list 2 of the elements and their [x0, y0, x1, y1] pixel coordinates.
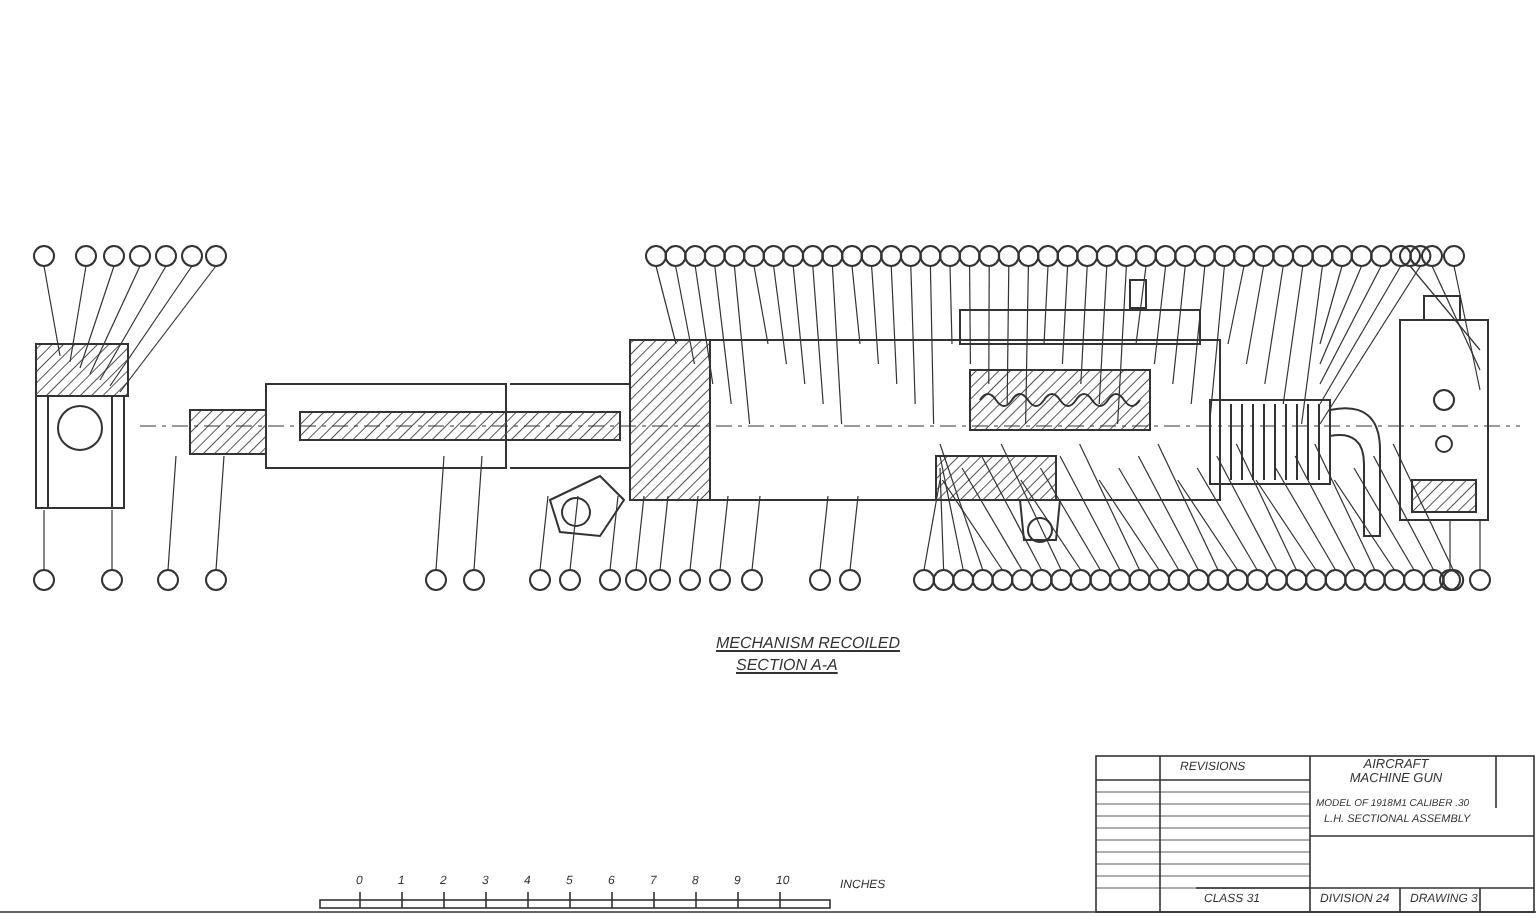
- view-subtitle: SECTION A-A: [736, 658, 838, 674]
- view-title: MECHANISM RECOILED: [716, 636, 901, 652]
